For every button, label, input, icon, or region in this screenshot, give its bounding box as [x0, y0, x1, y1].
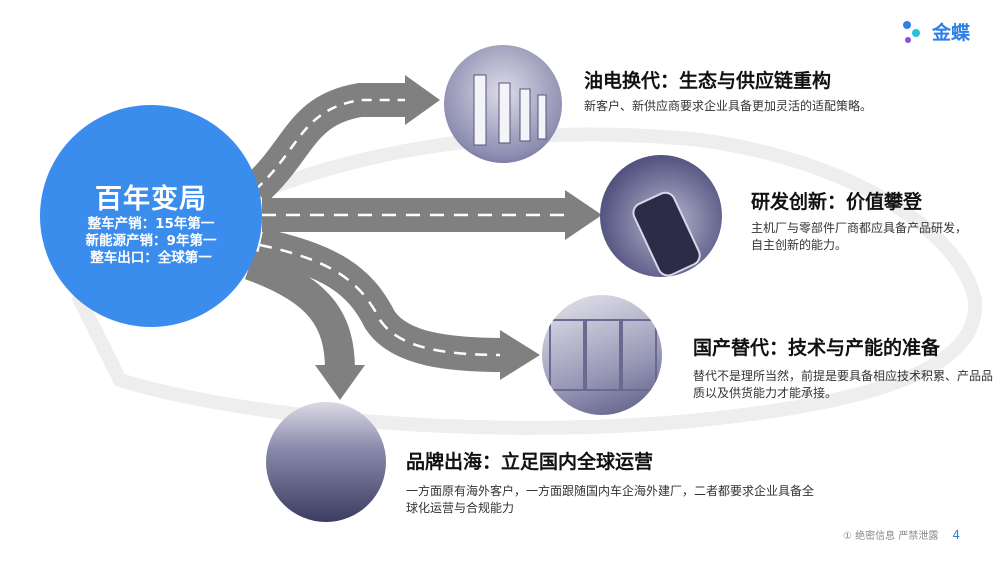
charging-station-photo — [444, 45, 562, 163]
confidential-notice: ① 绝密信息 严禁泄露 — [843, 531, 939, 542]
hub-title: 百年变局 — [95, 184, 207, 215]
logo-text: 金蝶 — [931, 22, 970, 44]
hub-circle: 百年变局 整车产销：15年第一 新能源产销：9年第一 整车出口：全球第一 — [40, 105, 262, 327]
arrowhead-2 — [565, 190, 602, 240]
hub-stat: 新能源产销：9年第一 — [85, 233, 217, 249]
item-title: 国产替代：技术与产能的准备 — [693, 337, 941, 359]
arrowhead-3 — [500, 330, 540, 380]
hub-stat: 整车产销：15年第一 — [87, 216, 215, 232]
footer: ① 绝密信息 严禁泄露 4 — [843, 527, 960, 543]
arrowhead-4 — [315, 365, 365, 400]
arrowhead-1 — [405, 75, 440, 125]
item-desc: 一方面原有海外客户，一方面跟随国内车企海外建厂，二者都要求企业具备全球化运营与合… — [406, 484, 815, 515]
kingdee-logo-icon — [902, 20, 920, 43]
page-number: 4 — [952, 527, 960, 542]
item-desc: 替代不是理所当然，前提是要具备相应技术积累、产品品质以及供货能力才能承接。 — [693, 369, 994, 400]
power-module-photo — [542, 295, 662, 415]
road-arrows — [243, 75, 602, 400]
item-desc: 主机厂与零部件厂商都应具备产品研发，自主创新的能力。 — [751, 221, 968, 252]
car-silhouette — [71, 127, 983, 435]
autonomous-car-sensor-photo — [600, 155, 722, 277]
item-title: 研发创新：价值攀登 — [751, 191, 923, 213]
road-arrow-4 — [244, 250, 355, 371]
item-title: 油电换代：生态与供应链重构 — [584, 70, 832, 92]
item-desc: 新客户、新供应商要求企业具备更加灵活的适配策略。 — [584, 99, 873, 113]
hub-stat: 整车出口：全球第一 — [90, 250, 212, 266]
road-arrow-1 — [243, 83, 410, 203]
brand-logo: 金蝶 — [900, 18, 970, 45]
export-port-cars-photo — [266, 402, 386, 522]
item-title: 品牌出海：立足国内全球运营 — [406, 451, 654, 473]
